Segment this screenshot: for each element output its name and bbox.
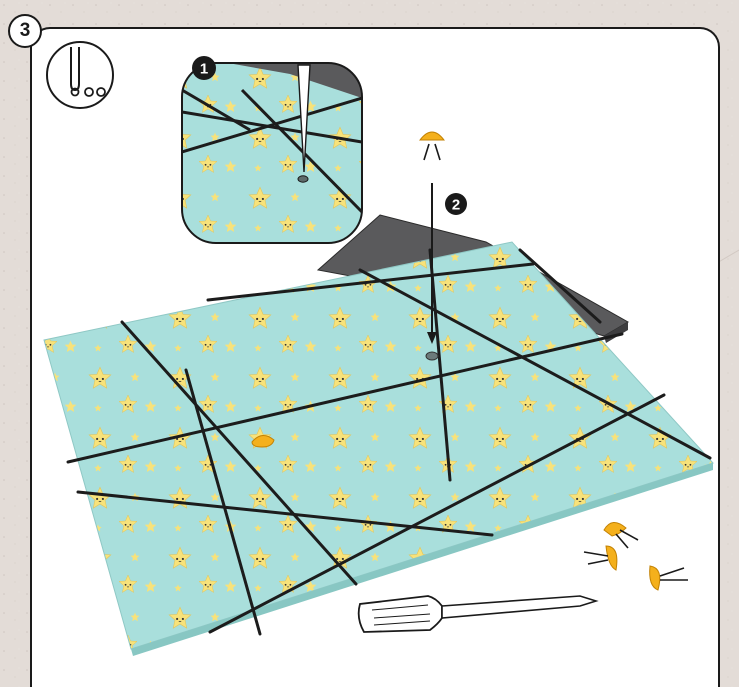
elastic-strings	[66, 248, 712, 636]
awl-tool	[357, 595, 599, 633]
callout-1-label: 1	[200, 61, 208, 78]
floating-pin	[418, 131, 446, 161]
loose-pin	[603, 522, 639, 549]
callout-1: 1	[192, 56, 216, 80]
pin-insert-arrow	[427, 183, 437, 344]
loose-pins	[583, 522, 688, 591]
step-number-badge: 3	[8, 14, 42, 48]
loose-pin	[583, 545, 618, 571]
placed-pin	[251, 435, 275, 448]
pin-hole	[425, 351, 439, 361]
fabric-board	[43, 241, 714, 656]
callout-2: 2	[445, 193, 467, 215]
detail-inset	[181, 62, 363, 244]
loose-pin	[649, 565, 688, 591]
step-number: 3	[19, 20, 31, 41]
awl-and-pins-icon	[46, 41, 114, 109]
callout-2-label: 2	[452, 197, 460, 214]
